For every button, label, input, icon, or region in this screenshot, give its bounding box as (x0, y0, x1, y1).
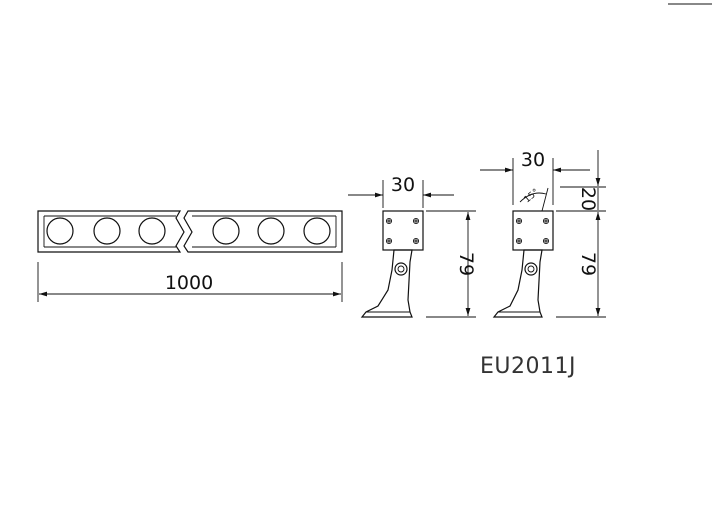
screw-icon (515, 237, 523, 245)
lens-3 (138, 217, 166, 245)
angled-height-label: 79 (577, 252, 599, 276)
tilt-angle-label: 15° (523, 187, 542, 205)
angled-width-label: 30 (521, 149, 545, 171)
length-dimension-label: 1000 (165, 272, 213, 294)
screw-icon (385, 217, 393, 225)
screw-icon (412, 237, 420, 245)
front-view: 1000 (37, 210, 343, 302)
screw-icon (542, 237, 550, 245)
model-code: EU2011J (480, 354, 576, 379)
lens-6 (303, 217, 331, 245)
screw-icon (515, 217, 523, 225)
lens-2 (93, 217, 121, 245)
angled-view: 15° 30 20 79 (480, 149, 606, 318)
side-width-label: 30 (391, 174, 415, 196)
angled-extra-height-label: 20 (577, 187, 599, 211)
screw-icon (412, 217, 420, 225)
lens-5 (257, 217, 285, 245)
screw-icon (542, 217, 550, 225)
screw-icon (385, 237, 393, 245)
lens-4 (212, 217, 240, 245)
lens-1 (46, 217, 74, 245)
side-view: 30 79 (348, 174, 477, 318)
side-height-label: 79 (455, 252, 477, 276)
